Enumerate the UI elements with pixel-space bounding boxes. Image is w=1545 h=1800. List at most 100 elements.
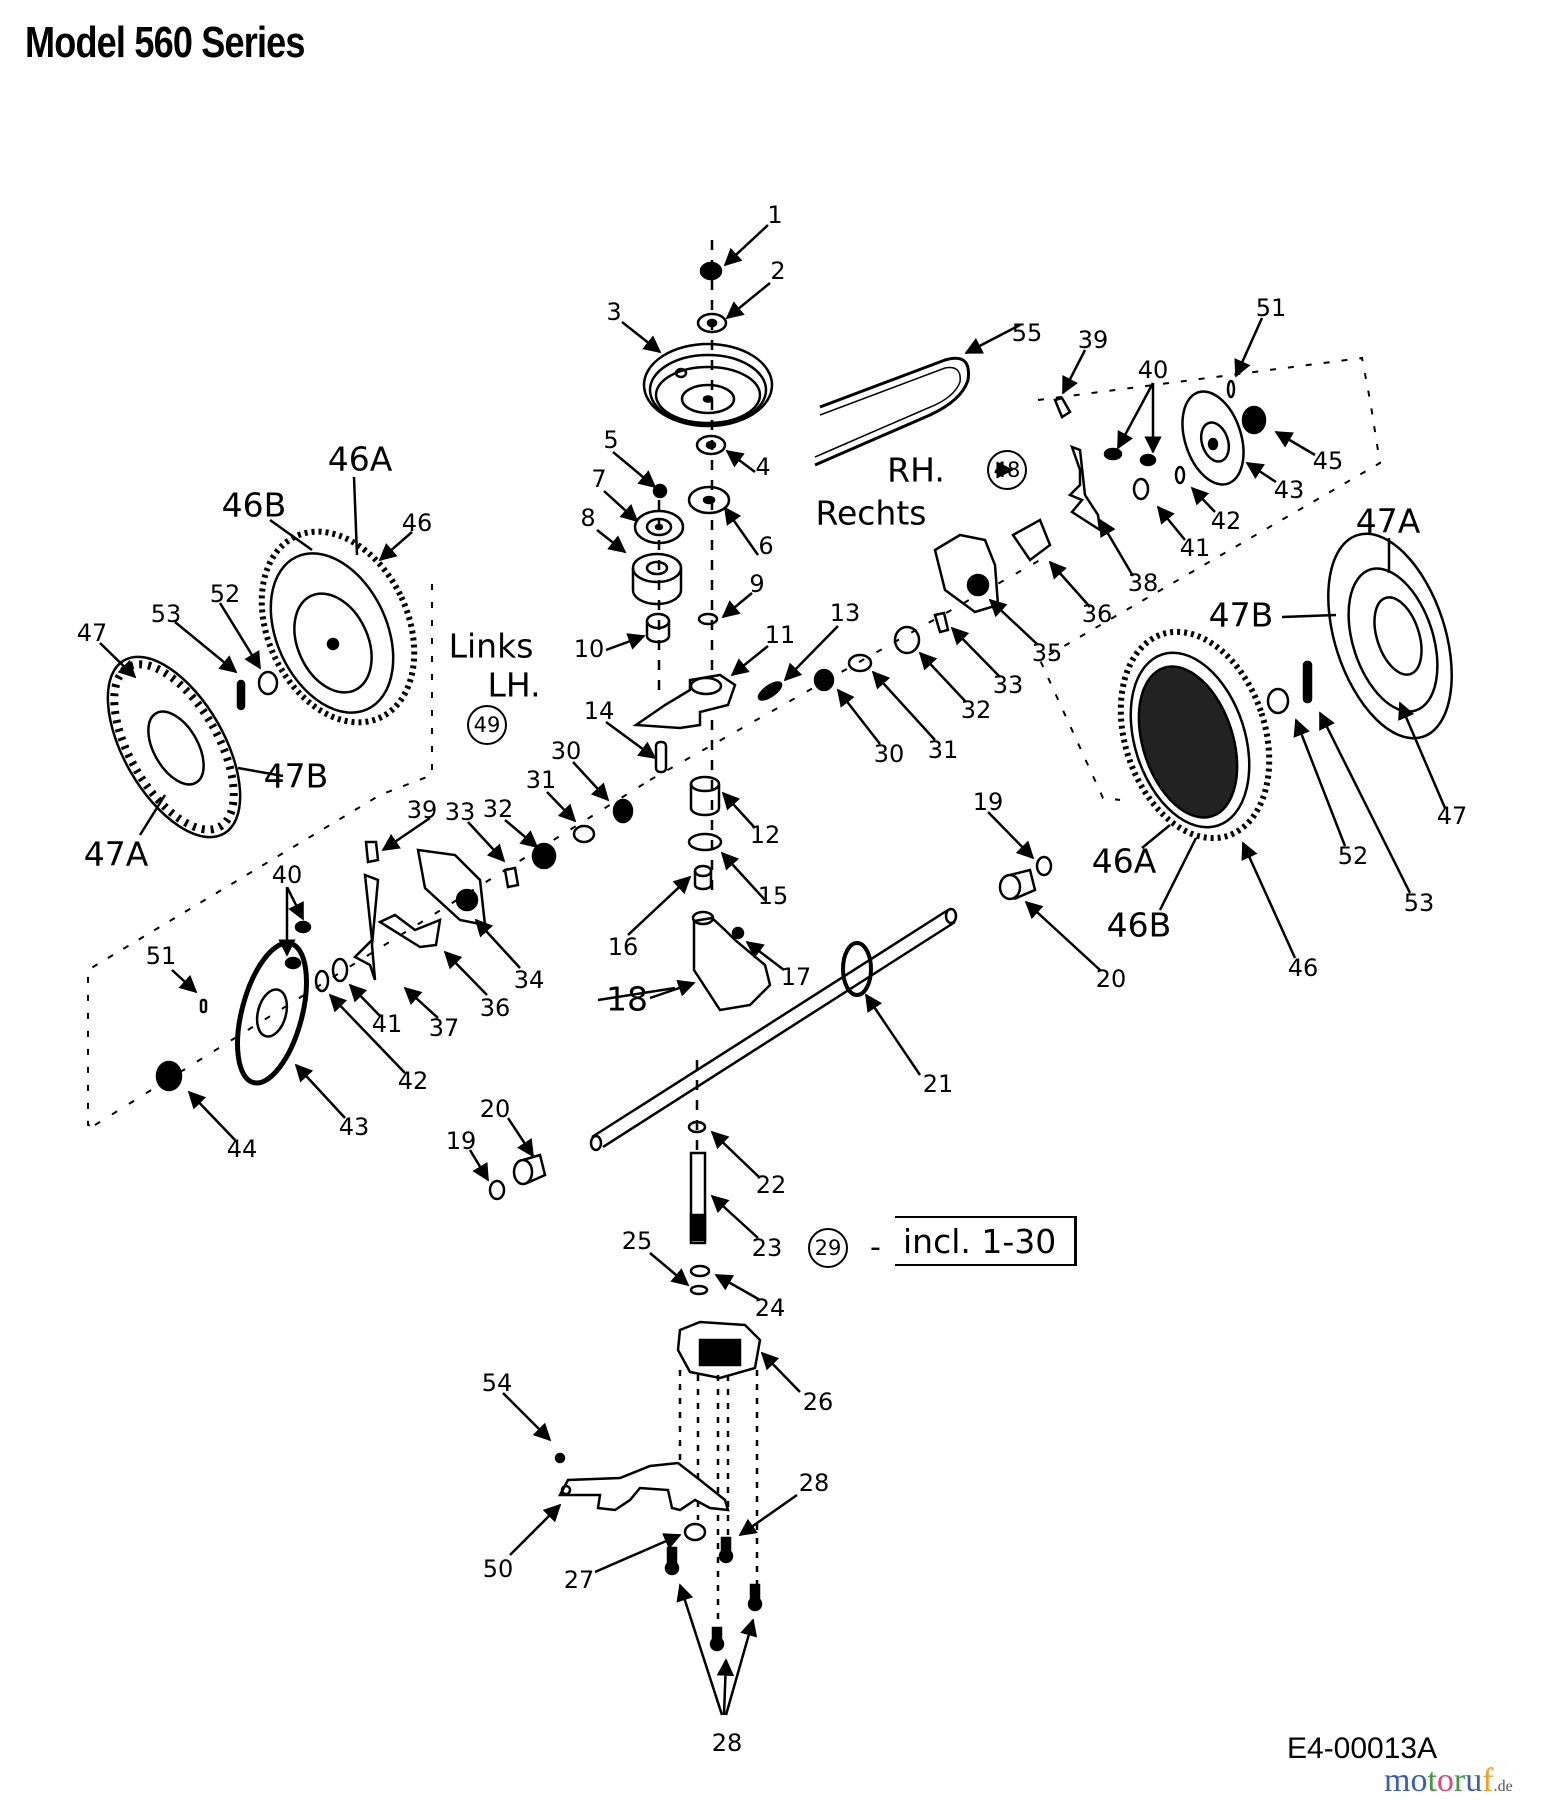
washer-part-52-left xyxy=(257,670,279,696)
part-label: 53 xyxy=(1403,889,1435,917)
part-label: 32 xyxy=(960,696,992,724)
part-label: 47A xyxy=(1355,501,1421,541)
shaft-part-36-left xyxy=(377,913,442,949)
part-label: 23 xyxy=(751,1234,783,1262)
part-label: 34 xyxy=(513,966,545,994)
part-label: 54 xyxy=(481,1369,513,1397)
spring-part-13 xyxy=(757,681,783,701)
pin-part-51-right xyxy=(1226,379,1236,399)
clip-part-41-right xyxy=(1132,477,1150,501)
assembly-note-dash: - xyxy=(870,1230,881,1265)
bushing-part-20-right xyxy=(998,868,1037,901)
watermark-text: motoruf xyxy=(1384,1762,1494,1799)
screw-part-40-left-a xyxy=(294,920,312,934)
washer-part-19-left xyxy=(488,1179,506,1201)
belt-part-55 xyxy=(814,356,971,467)
screw-part-17 xyxy=(731,926,745,940)
part-label: 11 xyxy=(764,621,796,649)
bushing-part-10 xyxy=(645,612,671,644)
part-label: 47A xyxy=(83,834,149,874)
gear-housing-part-18 xyxy=(692,916,772,1012)
links-label: Links xyxy=(448,626,534,666)
pinion-part-45-right xyxy=(1241,405,1267,435)
lh-assembly-ref: 49 xyxy=(467,705,507,745)
washer-part-19-right xyxy=(1035,855,1053,877)
hubcap-part-47-right xyxy=(1327,532,1453,740)
screw-part-54 xyxy=(554,1452,566,1464)
part-label: 42 xyxy=(397,1067,429,1095)
watermark-letter: f xyxy=(1482,1762,1494,1799)
bracket-part-50 xyxy=(557,1461,730,1512)
part-label: 36 xyxy=(1081,600,1113,628)
watermark-letter: o xyxy=(1410,1762,1428,1799)
part-label: 22 xyxy=(755,1171,787,1199)
idler-pulley-part-8 xyxy=(631,552,683,606)
part-label: 17 xyxy=(780,963,812,991)
pulley-part-3 xyxy=(642,342,774,428)
washer-part-42-right xyxy=(1174,465,1186,485)
part-label: 47 xyxy=(76,619,108,647)
bearing-part-32-right xyxy=(893,625,921,655)
pin-part-51-left xyxy=(199,998,208,1014)
part-label: 30 xyxy=(550,737,582,765)
part-label: 4 xyxy=(755,453,771,481)
diagram-title: Model 560 Series xyxy=(25,18,306,67)
part-label: 44 xyxy=(226,1135,258,1163)
pin-part-53-left xyxy=(236,679,246,711)
gear-part-43-right xyxy=(1181,390,1245,486)
part-label: 14 xyxy=(583,697,615,725)
washer-part-42-left xyxy=(314,969,330,993)
left-hand-label: LH. xyxy=(487,665,541,705)
part-label: 38 xyxy=(1127,569,1159,597)
clip-part-33-left xyxy=(503,866,520,889)
pinion-part-44-left xyxy=(155,1060,183,1092)
part-label: 40 xyxy=(1137,356,1169,384)
part-label: 37 xyxy=(428,1014,460,1042)
screw-part-40-right-b xyxy=(1139,453,1157,467)
bolts-part-28 xyxy=(664,1536,763,1652)
part-label: 41 xyxy=(1179,534,1211,562)
washer-part-4 xyxy=(695,434,727,456)
watermark-logo: motoruf.de xyxy=(1384,1764,1513,1798)
part-label: 20 xyxy=(1095,965,1127,993)
drive-assembly-ref: 29 xyxy=(808,1228,848,1268)
part-label: 5 xyxy=(603,426,619,454)
nut-part-27 xyxy=(683,1522,707,1542)
right-hand-label: RH. xyxy=(887,450,945,490)
part-label: 43 xyxy=(1273,476,1305,504)
part-label: 7 xyxy=(591,465,607,493)
worm-shaft-part-23 xyxy=(689,1151,707,1245)
part-label: 46B xyxy=(1106,905,1172,945)
part-label: 10 xyxy=(573,635,605,663)
watermark-letter: t xyxy=(1427,1762,1437,1799)
idler-part-7 xyxy=(633,509,685,545)
pin-part-53-right xyxy=(1302,660,1313,704)
clip-part-41-left xyxy=(331,957,349,983)
part-label: 27 xyxy=(563,1566,595,1594)
part-label: 21 xyxy=(922,1070,954,1098)
part-label: 42 xyxy=(1210,507,1242,535)
part-label: 13 xyxy=(829,599,861,627)
wheel-part-46-left xyxy=(258,528,418,726)
watermark-suffix: .de xyxy=(1493,1778,1513,1795)
watermark-letter: o xyxy=(1436,1762,1454,1799)
part-label: 45 xyxy=(1312,447,1344,475)
ring-part-15 xyxy=(687,832,723,852)
part-label: 18 xyxy=(606,979,648,1019)
part-label: 46 xyxy=(401,509,433,537)
part-label: 33 xyxy=(444,798,476,826)
washer-part-2 xyxy=(696,312,728,334)
part-label: 51 xyxy=(1255,294,1287,322)
gear-part-43-left xyxy=(235,940,309,1086)
bearing-part-30-left xyxy=(612,798,634,824)
part-label: 8 xyxy=(580,504,596,532)
part-label: 31 xyxy=(525,766,557,794)
part-label: 53 xyxy=(150,600,182,628)
part-label: 20 xyxy=(479,1095,511,1123)
part-label: 9 xyxy=(749,570,765,598)
washer-part-25 xyxy=(689,1284,709,1296)
axle-part-21 xyxy=(589,907,958,1152)
part-label: 24 xyxy=(754,1294,786,1322)
watermark-letter: m xyxy=(1384,1762,1411,1799)
